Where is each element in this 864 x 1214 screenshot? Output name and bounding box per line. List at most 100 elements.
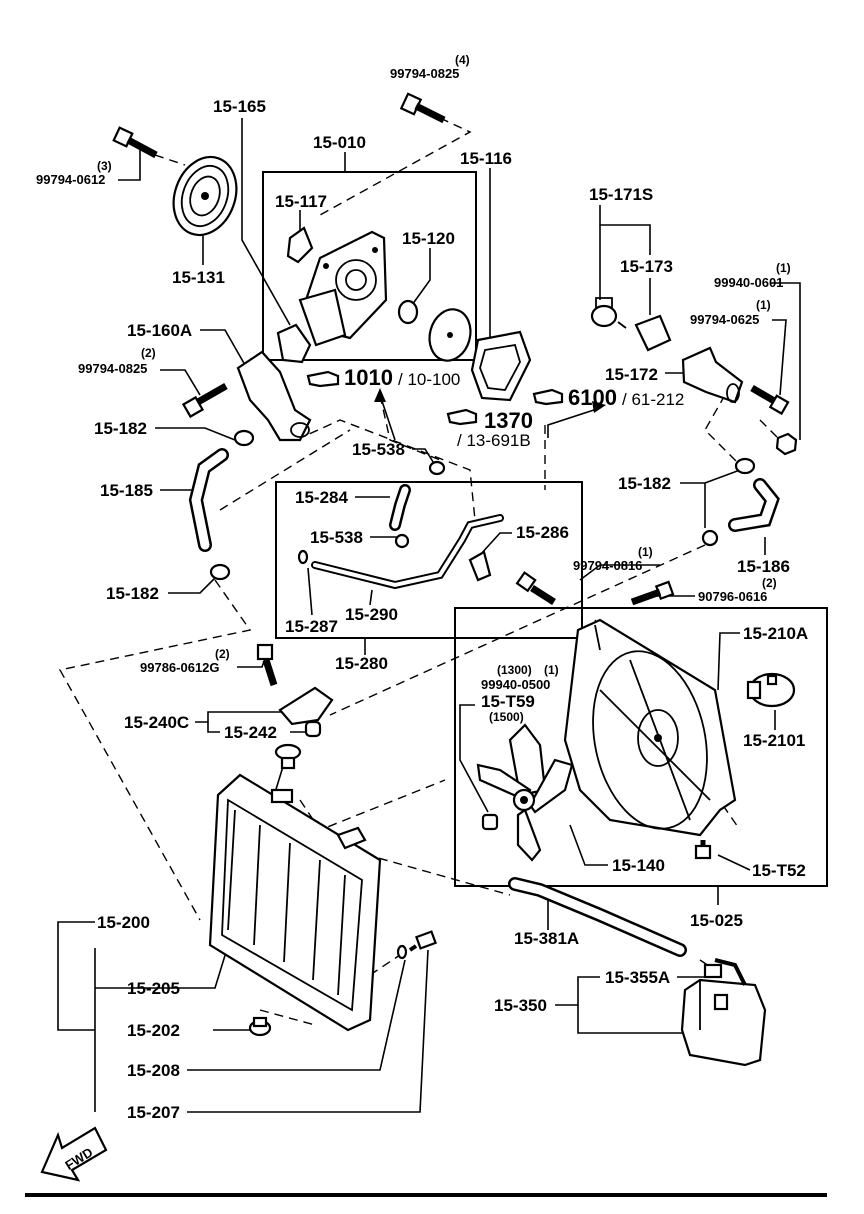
o-ring-icon [297, 549, 309, 565]
part-number-15-182: 15-182 [618, 474, 671, 493]
reference-6100: 6100 / 61-212 [532, 385, 684, 410]
part-number-15-207: 15-207 [127, 1103, 180, 1122]
part-number-15-240c: 15-240C [124, 713, 189, 732]
part-labels: (4) 99794-0825 15-165 15-010 15-116 (3) … [36, 53, 808, 1173]
gasket-icon [276, 323, 312, 364]
radiator-icon [208, 773, 382, 1032]
part-number-15-t59: 15-T59 [481, 692, 535, 711]
coolant-reservoir-icon [680, 958, 767, 1067]
bolt-icon [399, 92, 446, 124]
part-number-15-120: 15-120 [402, 229, 455, 248]
part-number-99794-0825: 99794-0825 [390, 66, 459, 81]
bolt-icon [112, 126, 158, 159]
gasket-icon [470, 330, 532, 402]
engine-variant-label: (1300) [497, 663, 532, 677]
part-number-15-242: 15-242 [224, 723, 277, 742]
part-number-15-140: 15-140 [612, 856, 665, 875]
part-number-15-010: 15-010 [313, 133, 366, 152]
hand-pointer-icon [306, 370, 340, 388]
qty-label: (4) [455, 53, 470, 67]
water-pump-icon [298, 230, 388, 347]
hose-clamp-icon [233, 429, 255, 447]
bolt-icon [515, 571, 556, 605]
part-number-15-186: 15-186 [737, 557, 790, 576]
part-number-15-381a: 15-381A [514, 929, 579, 948]
engine-variant-label: (1500) [489, 710, 524, 724]
bolt-icon [630, 580, 675, 606]
part-number-15-182: 15-182 [94, 419, 147, 438]
part-number-15-171s: 15-171S [589, 185, 653, 204]
part-number-15-538: 15-538 [352, 440, 405, 459]
reference-page: / 61-212 [622, 390, 684, 409]
fan-shroud-group-box [454, 607, 828, 887]
thermostat-housing-icon [681, 346, 744, 404]
part-number-15-286: 15-286 [516, 523, 569, 542]
radiator-cap-icon [274, 743, 302, 770]
part-number-15-290: 15-290 [345, 605, 398, 624]
water-pump-pulley-icon [172, 155, 238, 237]
nut-icon [481, 813, 499, 831]
overflow-hose-icon [508, 877, 687, 957]
water-outlet-icon [236, 350, 312, 442]
part-number-15-116: 15-116 [460, 149, 512, 168]
part-number-15-350: 15-350 [494, 996, 547, 1015]
part-number-99940-0601: 99940-0601 [714, 275, 783, 290]
qty-label: (2) [762, 576, 777, 590]
o-ring-icon [396, 944, 408, 960]
reference-group-number: 6100 [568, 385, 617, 410]
qty-label: (2) [141, 346, 156, 360]
part-number-15-165: 15-165 [213, 97, 266, 116]
impeller-icon [397, 299, 472, 362]
part-number-99794-0612: 99794-0612 [36, 172, 105, 187]
part-number-99940-0500: 99940-0500 [481, 677, 550, 692]
part-number-15-284: 15-284 [295, 488, 348, 507]
reference-page: / 13-691B [457, 431, 531, 450]
cooling-fan-icon [476, 723, 574, 862]
reference-group-number: 1370 [484, 408, 533, 433]
hose-clamp-icon [394, 533, 410, 549]
radiator-drain-cock-icon [408, 930, 437, 952]
bolt-icon [256, 643, 278, 687]
part-number-15-200: 15-200 [97, 913, 150, 932]
bolt-icon [694, 840, 712, 860]
part-number-99786-0612g: 99786-0612G [140, 660, 220, 675]
part-number-99794-0816: 99794-0816 [573, 558, 642, 573]
bolt-icon [750, 384, 790, 416]
nut-icon [775, 432, 798, 456]
part-number-15-117: 15-117 [275, 192, 327, 211]
bypass-pipe-icon [311, 514, 504, 590]
hose-clamp-icon [734, 457, 756, 475]
part-number-15-025: 15-025 [690, 911, 743, 930]
part-shapes [25, 92, 827, 1197]
part-number-15-287: 15-287 [285, 617, 338, 636]
forward-direction-arrow-icon [40, 1126, 108, 1182]
gasket-icon [634, 314, 672, 352]
qty-label: (1) [756, 298, 771, 312]
qty-label: (1) [776, 261, 791, 275]
drain-plug-icon [248, 1016, 272, 1037]
part-number-15-208: 15-208 [127, 1061, 180, 1080]
qty-label: (2) [215, 647, 230, 661]
part-number-15-280: 15-280 [335, 654, 388, 673]
fan-shroud-icon [563, 618, 737, 837]
part-number-15-182: 15-182 [106, 584, 159, 603]
reference-1010: 1010 / 10-100 [306, 365, 460, 390]
part-number-99794-0825: 99794-0825 [78, 361, 147, 376]
qty-label: (1) [544, 663, 559, 677]
hand-pointer-icon [446, 408, 478, 426]
gasket-icon [286, 226, 314, 264]
hose-clamp-icon [701, 529, 719, 547]
pipe-bracket-icon [468, 550, 492, 582]
part-number-15-t52: 15-T52 [752, 861, 806, 880]
part-number-15-160a: 15-160A [127, 321, 192, 340]
part-number-15-173: 15-173 [620, 257, 673, 276]
part-number-15-205: 15-205 [127, 979, 180, 998]
part-number-15-2101: 15-2101 [743, 731, 805, 750]
hand-pointer-icon [532, 388, 564, 406]
reservoir-cap-icon [703, 963, 723, 979]
bottom-rule [25, 1193, 827, 1197]
hose-clamp-icon [209, 563, 231, 581]
radiator-bracket-icon [278, 686, 334, 726]
water-pump-group-box [262, 171, 477, 361]
